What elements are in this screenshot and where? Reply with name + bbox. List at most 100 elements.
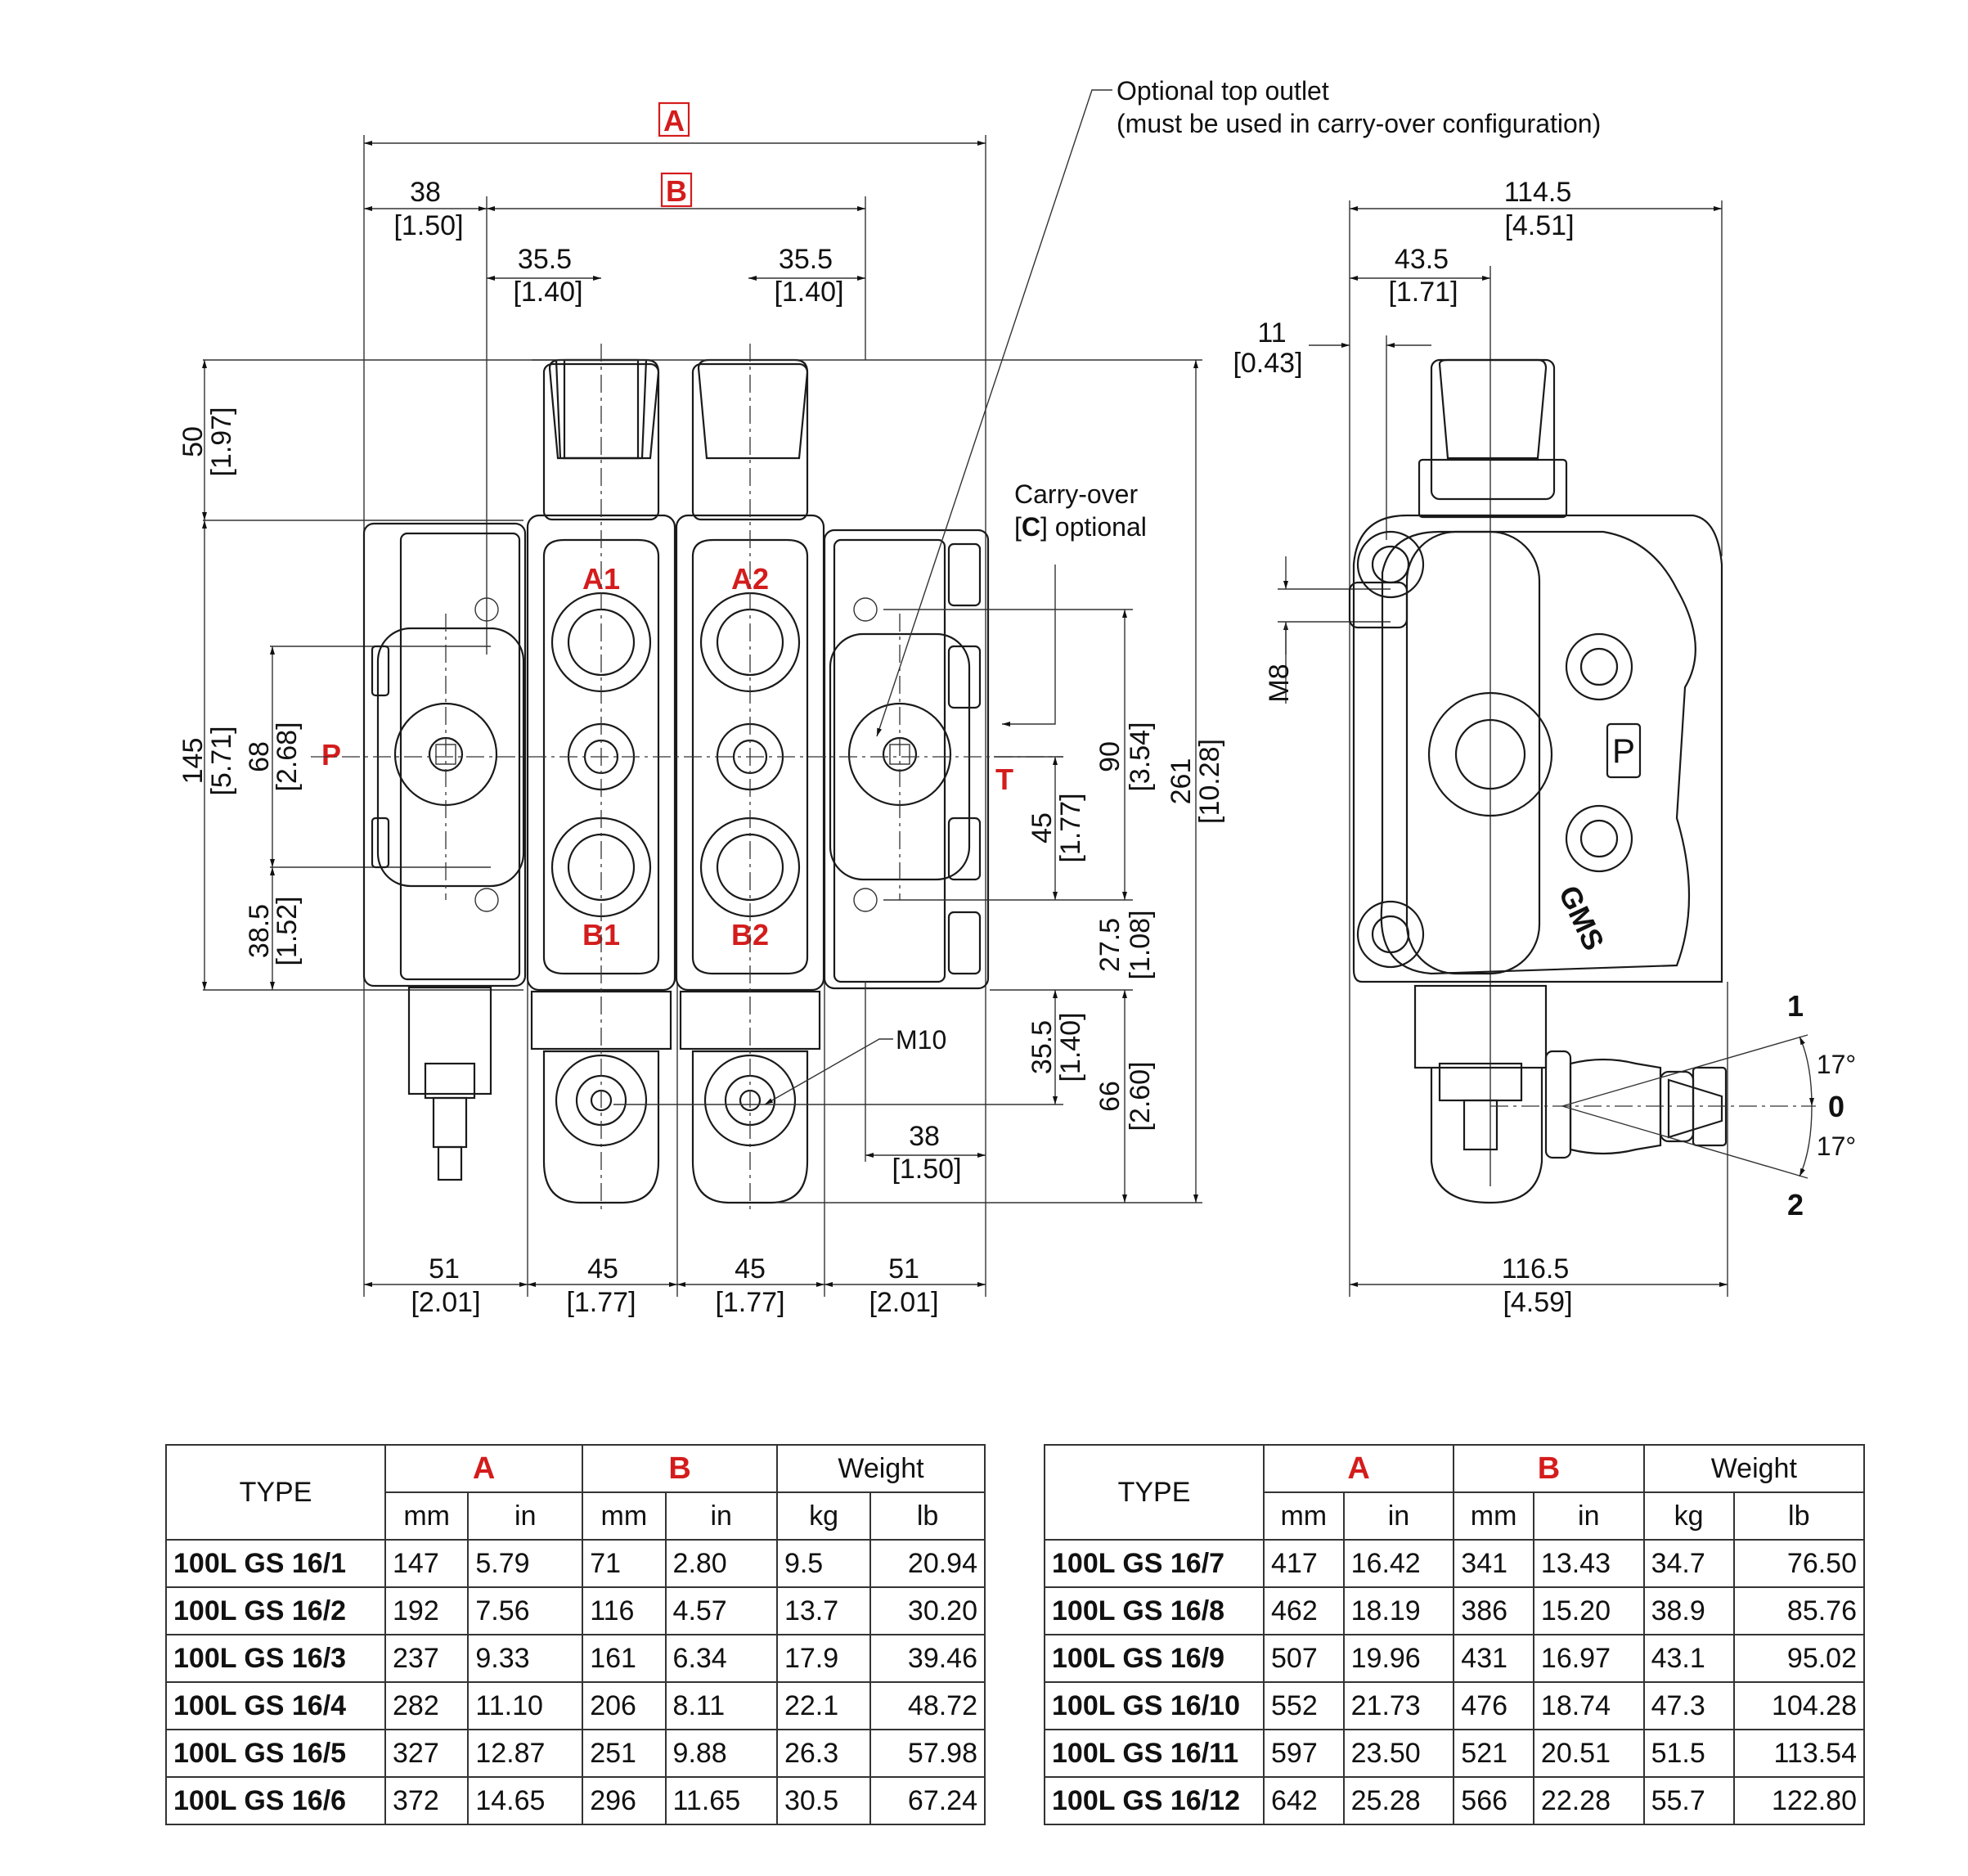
cell-a-mm: 462 [1263,1586,1345,1635]
header-in: in [664,1491,778,1541]
header-mm: mm [1453,1491,1534,1541]
cell-type: 100L GS 16/1 [165,1539,386,1588]
svg-text:45: 45 [1027,812,1058,844]
header-in: in [1532,1491,1645,1541]
thread-M10-label: M10 [896,1025,946,1055]
lever-position-0: 0 [1828,1090,1844,1123]
cell-lb: 122.80 [1732,1776,1866,1825]
cell-kg: 9.5 [775,1539,872,1588]
brand-GMS: GMS [1552,880,1611,956]
cell-b-mm: 431 [1453,1634,1534,1683]
cell-a-mm: 282 [384,1681,470,1730]
dim-116-5: 116.5 [1502,1253,1570,1284]
cell-type: 100L GS 16/4 [165,1681,386,1730]
dim-51-right: 51 [888,1253,919,1284]
dim-45-b: 45 [735,1253,766,1284]
top-outlet-note-line1: Optional top outlet [1117,76,1329,106]
cell-kg: 43.1 [1642,1634,1735,1683]
cell-kg: 22.1 [775,1681,872,1730]
svg-text:50: 50 [177,426,209,457]
dim-35-5-left-in: [1.40] [513,277,582,308]
header-in: in [467,1491,584,1541]
header-mm: mm [582,1491,667,1541]
cell-a-mm: 372 [384,1776,470,1825]
carry-over-note-line1: Carry-over [1014,479,1138,509]
cell-type: 100L GS 16/11 [1044,1729,1265,1778]
header-mm: mm [384,1491,470,1541]
cell-b-in: 6.34 [664,1634,778,1683]
cell-b-in: 18.74 [1532,1681,1645,1730]
cell-b-in: 4.57 [664,1586,778,1635]
cell-kg: 26.3 [775,1729,872,1778]
cell-b-in: 16.97 [1532,1634,1645,1683]
cell-lb: 20.94 [869,1539,986,1588]
cell-type: 100L GS 16/7 [1044,1539,1265,1588]
port-T-label: T [995,763,1013,796]
cell-a-in: 7.56 [467,1586,584,1635]
cell-lb: 104.28 [1732,1681,1866,1730]
cell-a-mm: 597 [1263,1729,1345,1778]
dim-45-a-in: [1.77] [566,1287,636,1318]
cell-type: 100L GS 16/9 [1044,1634,1265,1683]
cell-a-in: 25.28 [1342,1776,1455,1825]
cell-b-in: 9.88 [664,1729,778,1778]
cell-kg: 51.5 [1642,1729,1735,1778]
svg-text:38.5: 38.5 [244,904,275,958]
dim-51-left-in: [2.01] [411,1287,480,1318]
cell-a-in: 19.96 [1342,1634,1455,1683]
dim-45-b-in: [1.77] [715,1287,784,1318]
cell-a-mm: 642 [1263,1776,1345,1825]
lever-position-1: 1 [1787,989,1804,1023]
svg-text:90: 90 [1094,741,1126,772]
lever-handle [1544,1050,1728,1159]
cell-a-in: 21.73 [1342,1681,1455,1730]
spec-table-left: TYPE A B Weight mm in mm in kg lb 100L G… [165,1444,986,1825]
header-in: in [1342,1491,1455,1541]
outlet-section [823,529,990,990]
header-kg: kg [1642,1491,1735,1541]
dim-45-vertical: 45 [1.77] [1027,793,1086,862]
header-weight: Weight [775,1444,986,1493]
dim-B-label: B [666,174,687,208]
dim-38-5: 38.5 [1.52] [244,896,303,965]
header-A: A [1262,1444,1455,1493]
carry-over-note-line2: [C] optional [1014,512,1147,542]
cell-lb: 113.54 [1732,1729,1866,1778]
cell-lb: 48.72 [869,1681,986,1730]
dim-114-5-in: [4.51] [1504,210,1574,241]
svg-text:27.5: 27.5 [1094,918,1126,972]
svg-text:[1.40]: [1.40] [1055,1012,1086,1082]
dim-43-5-in: [1.71] [1388,277,1458,308]
cell-a-mm: 507 [1263,1634,1345,1683]
dim-50: 50 [1.97] [177,407,237,476]
cell-b-mm: 116 [582,1586,667,1635]
svg-text:[1.08]: [1.08] [1125,910,1156,979]
cell-b-in: 15.20 [1532,1586,1645,1635]
dim-45-a: 45 [587,1253,618,1284]
cell-b-mm: 566 [1453,1776,1534,1825]
dim-51-left: 51 [429,1253,460,1284]
dim-90: 90 [3.54] [1094,722,1156,791]
cell-type: 100L GS 16/5 [165,1729,386,1778]
svg-text:[10.28]: [10.28] [1194,739,1225,824]
cell-b-mm: 476 [1453,1681,1534,1730]
dim-43-5: 43.5 [1395,244,1449,275]
cell-a-in: 23.50 [1342,1729,1455,1778]
dim-38-in: [1.50] [393,210,463,241]
cell-lb: 57.98 [869,1729,986,1778]
inlet-section [362,522,527,1181]
header-weight: Weight [1642,1444,1866,1493]
header-type: TYPE [165,1444,386,1541]
cell-a-mm: 552 [1263,1681,1345,1730]
dim-35-5-right: 35.5 [779,244,833,275]
dim-38: 38 [410,177,441,208]
cell-b-mm: 251 [582,1729,667,1778]
cell-type: 100L GS 16/8 [1044,1586,1265,1635]
lever-position-2: 2 [1787,1188,1804,1221]
